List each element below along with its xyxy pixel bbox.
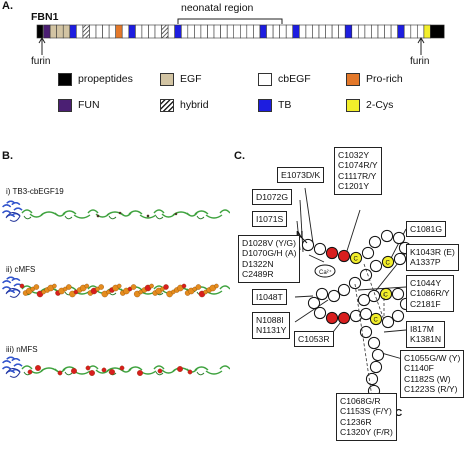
structure-label-iii: iii) nMFS: [6, 345, 38, 354]
residue-bead: [391, 309, 405, 323]
svg-text:C: C: [386, 261, 391, 267]
mutation-box-i1048: I1048T: [252, 289, 287, 306]
residue-bead: [348, 276, 362, 290]
domain-propeptides: [430, 24, 445, 39]
neonatal-region-label: neonatal region: [181, 2, 254, 14]
residue-bead: [313, 306, 327, 320]
residue-bead: [367, 336, 381, 350]
ribbon-structure-cmfs: [2, 276, 230, 298]
structure-label-ii: ii) cMFS: [6, 265, 36, 274]
legend-swatch-2cys: [346, 99, 360, 112]
legend-label-hybrid: hybrid: [180, 99, 209, 111]
residue-bead: [307, 296, 321, 310]
legend-swatch-tb: [258, 99, 272, 112]
residue-bead: [313, 242, 327, 256]
residue-bead: [359, 307, 373, 321]
residue-bead: [349, 251, 363, 265]
residue-bead: [371, 348, 385, 362]
residue-bead: [380, 229, 394, 243]
svg-text:C: C: [384, 293, 389, 299]
residue-bead: [391, 287, 405, 301]
residue-bead: [337, 283, 351, 297]
furin-label-left: furin: [31, 56, 51, 67]
svg-text:C: C: [354, 257, 359, 263]
legend-label-fun: FUN: [78, 99, 100, 111]
legend-label-tb: TB: [278, 99, 292, 111]
legend-label-egf: EGF: [180, 73, 202, 85]
residue-bead: [337, 249, 351, 263]
residue-bead: [365, 372, 379, 386]
legend-swatch-fun: [58, 99, 72, 112]
furin-label-right: furin: [410, 56, 430, 67]
svg-text:C: C: [374, 318, 379, 324]
mutation-box-i1071: I1071S: [252, 211, 288, 228]
domain-propeptides: [36, 24, 44, 39]
residue-bead: [325, 246, 339, 260]
residue-bead: [337, 311, 351, 325]
residue-bead: [369, 259, 383, 273]
residue-beads: C C C C C: [299, 229, 413, 416]
legend-label-2cys: 2-Cys: [366, 99, 394, 111]
residue-bead: [392, 231, 406, 245]
ribbon-structure-nmfs: [2, 356, 230, 378]
legend-swatch-hybrid: [160, 99, 174, 112]
calcium-ion: [314, 264, 336, 278]
residue-bead: [393, 252, 407, 266]
legend-swatch-propeptides: [58, 73, 72, 86]
residue-bead: [381, 255, 395, 269]
residue-bead: [368, 235, 382, 249]
panel-c-label: C.: [234, 150, 245, 162]
mutation-box-c1081: C1081G: [406, 221, 447, 238]
furin-arrow-left: [38, 37, 46, 55]
residue-bead: [315, 287, 329, 301]
residue-bead: [361, 246, 375, 260]
mutation-box-d1072: D1072G: [252, 189, 293, 206]
fbn1-domain-map: [36, 18, 445, 55]
residue-bead: [369, 312, 383, 326]
mutation-box-c1053: C1053R: [294, 331, 334, 348]
gene-name: FBN1: [31, 11, 59, 23]
residue-bead: [379, 287, 393, 301]
residue-bead: [301, 238, 315, 252]
panel-b-label: B.: [2, 150, 13, 162]
residue-bead: [359, 268, 373, 282]
residue-bead: [327, 289, 341, 303]
structure-label-i: i) TB3-cbEGF19: [6, 187, 64, 196]
legend-swatch-cbegf: [258, 73, 272, 86]
ribbon-structure-tb3-cbegf19: [2, 200, 230, 222]
legend-label-propeptides: propeptides: [78, 73, 133, 85]
mutation-box-k1043: K1043R (E)A1337P: [406, 244, 459, 271]
disulfide-bonds: [354, 263, 385, 398]
c-terminus-label: C: [395, 408, 403, 419]
residue-bead: [381, 315, 395, 329]
panel-a-label: A.: [2, 0, 13, 12]
residue-bead: [359, 325, 373, 339]
residue-bead: [325, 311, 339, 325]
residue-bead: [357, 293, 371, 307]
mutation-box-e1073: E1073D/K: [277, 167, 325, 184]
calcium-ion-label: Ca²⁺: [319, 270, 332, 276]
structure-models: [2, 200, 230, 378]
legend-swatch-egf: [160, 73, 174, 86]
residue-bead: [369, 360, 383, 374]
legend-swatch-pro-rich: [346, 73, 360, 86]
legend-label-cbegf: cbEGF: [278, 73, 311, 85]
legend-label-pro-rich: Pro-rich: [366, 73, 403, 85]
furin-arrow-right: [417, 37, 425, 55]
neonatal-region-bracket: [177, 18, 283, 24]
domain-bar: [36, 24, 445, 39]
